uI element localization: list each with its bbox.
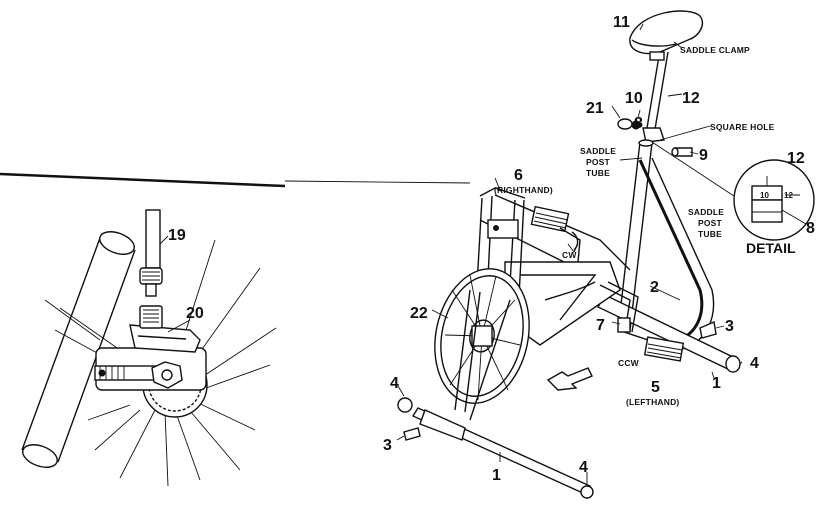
callout-12-top: 12: [682, 90, 700, 107]
caption-detail: DETAIL: [746, 240, 796, 256]
callout-8-detail: 8: [806, 220, 815, 237]
callout-2: 2: [650, 279, 659, 296]
callout-1-bottom: 1: [492, 467, 501, 484]
reference-line-thin: [284, 180, 471, 184]
callout-6: 6: [514, 167, 523, 184]
caption-lefthand: (LEFTHAND): [626, 397, 679, 407]
leader-20: [167, 319, 191, 333]
reference-line: [0, 172, 286, 188]
callout-5: 5: [651, 379, 660, 396]
caption-saddle-post-tube-3: TUBE: [586, 168, 610, 178]
callout-1-right: 1: [712, 375, 721, 392]
caption-saddle-clamp: SADDLE CLAMP: [680, 45, 750, 55]
leader-19: [159, 235, 169, 245]
caption-detail-tube-3: TUBE: [698, 229, 722, 239]
caption-cw: CW: [562, 250, 577, 260]
detail-inset: [733, 159, 815, 241]
callout-21: 21: [586, 100, 604, 117]
callout-12-detail: 12: [787, 150, 805, 167]
caption-detail-tube-2: POST: [698, 218, 723, 228]
bike-assembly: [397, 10, 741, 499]
callout-4-right: 4: [750, 355, 759, 372]
caption-saddle-post-tube-2: POST: [586, 157, 611, 167]
caption-saddle-post-tube-1: SADDLE: [580, 146, 616, 156]
callout-8: 8: [634, 115, 643, 132]
callout-19: 19: [168, 227, 186, 244]
caption-detail-tube-1: SADDLE: [688, 207, 724, 217]
detail-number-12: 12: [784, 191, 793, 200]
callout-22: 22: [410, 305, 428, 322]
callout-4-bottom: 4: [579, 459, 588, 476]
callout-20: 20: [186, 305, 204, 322]
callout-3-right: 3: [725, 318, 734, 335]
callout-3-left: 3: [383, 437, 392, 454]
caption-square-hole: SQUARE HOLE: [710, 122, 775, 132]
detail-number-10: 10: [760, 191, 769, 200]
caption-ccw: CCW: [618, 358, 640, 368]
callout-9: 9: [699, 147, 708, 164]
callout-7: 7: [596, 317, 605, 334]
caption-righthand: (RIGHTHAND): [494, 185, 553, 195]
callout-11: 11: [613, 14, 630, 31]
hub-detail: [21, 209, 277, 487]
callout-10: 10: [625, 90, 643, 107]
direction-arrow: [546, 367, 593, 391]
callout-4-left: 4: [390, 375, 399, 392]
